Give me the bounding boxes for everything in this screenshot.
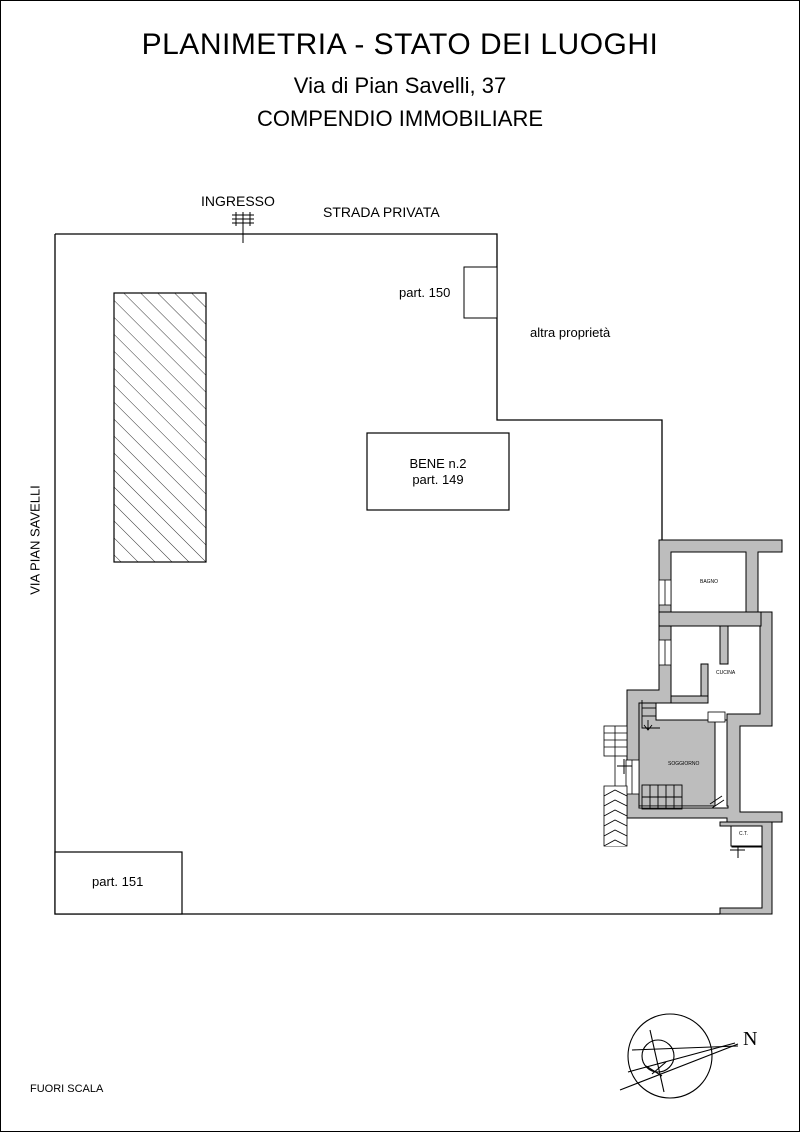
room-ct-label: C.T. xyxy=(739,831,748,837)
drawing-title: PLANIMETRIA - STATO DEI LUOGHI xyxy=(141,28,659,61)
asset-label: BENE n.2 xyxy=(409,456,467,471)
north-arrow-icon xyxy=(619,1013,739,1099)
lot-boundary xyxy=(55,233,663,545)
asset-parcel-label: part. 149 xyxy=(412,472,464,487)
parcel-150-box xyxy=(463,266,498,319)
entrance-label: INGRESSO xyxy=(201,193,275,209)
drawing-address: Via di Pian Savelli, 37 xyxy=(293,73,507,98)
road-label: STRADA PRIVATA xyxy=(323,204,440,220)
scale-note: FUORI SCALA xyxy=(30,1083,104,1095)
ct-room-walls xyxy=(719,821,773,915)
parcel-150-label: part. 150 xyxy=(399,285,451,300)
asset-box xyxy=(366,432,510,511)
external-stairs-icon xyxy=(603,725,628,847)
hatched-area xyxy=(113,292,207,563)
north-label: N xyxy=(743,1028,758,1050)
room-living-label: SOGGIORNO xyxy=(668,761,700,767)
room-kitchen-label: CUCINA xyxy=(716,670,736,676)
other-property-label: altra proprietà xyxy=(530,325,611,340)
street-label: VIA PIAN SAVELLI xyxy=(27,485,43,595)
parcel-151-box xyxy=(54,851,183,915)
room-bath-label: BAGNO xyxy=(700,579,719,585)
parcel-151-label: part. 151 xyxy=(92,874,144,889)
house-openings xyxy=(625,579,726,795)
internal-stairs-icon xyxy=(641,700,725,810)
drawing-subtitle: COMPENDIO IMMOBILIARE xyxy=(256,106,544,131)
entrance-gate-icon xyxy=(232,212,254,243)
